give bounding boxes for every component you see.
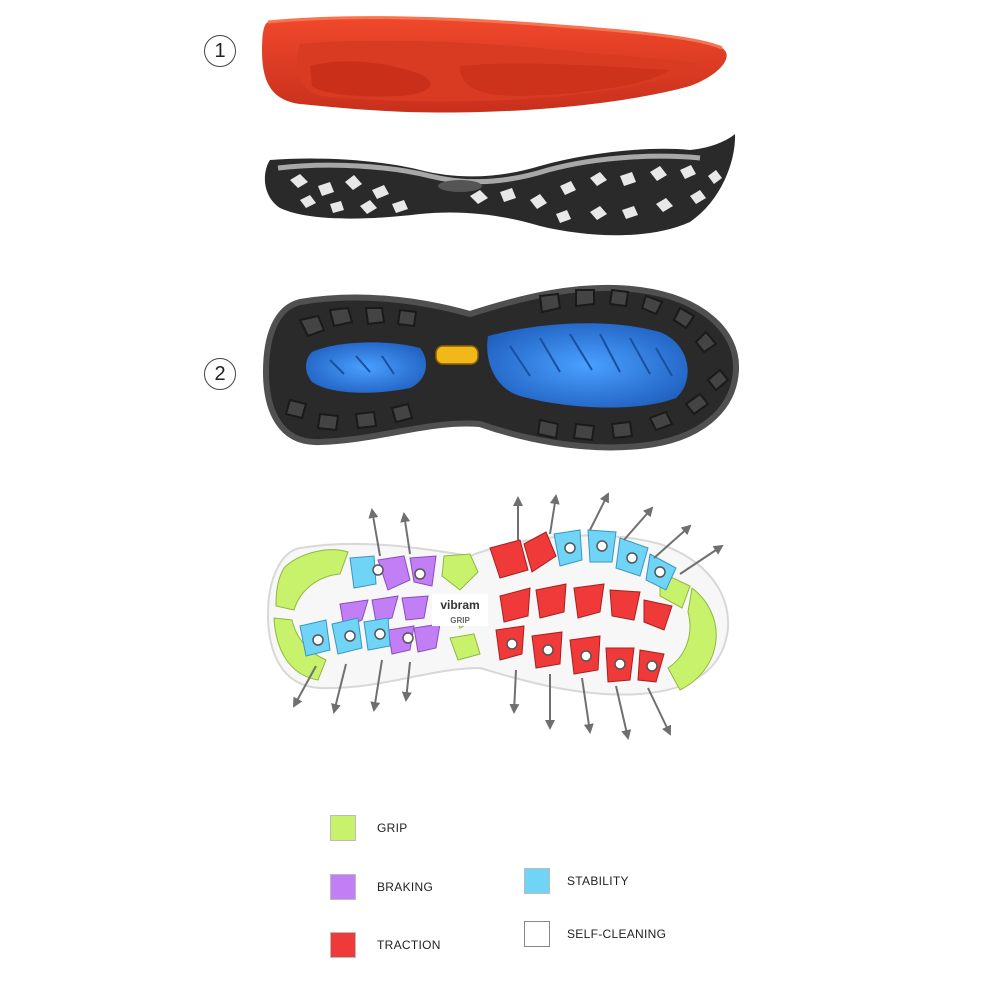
traction-label: TRACTION [377,938,441,952]
legend-grip: GRIP [330,815,408,841]
vibram-logo-text: vibram [440,598,479,612]
step-badge-1: 1 [204,35,236,67]
grip-swatch [330,815,356,841]
legend-braking: BRAKING [330,874,433,900]
tread-map: vibram GRIP [266,492,730,740]
braking-label: BRAKING [377,880,434,894]
arrow-icon [524,921,550,947]
outsole-side [264,134,736,236]
grip-label: GRIP [377,821,408,835]
step-number-1: 1 [214,39,226,62]
braking-swatch [330,874,356,900]
midsole-red [262,16,727,113]
step-number-2: 2 [214,362,226,385]
stability-swatch [524,868,550,894]
stability-label: STABILITY [567,874,629,888]
legend-self-cleaning: SELF-CLEANING [524,921,666,947]
traction-swatch [330,932,356,958]
legend-traction: TRACTION [330,932,441,958]
self-cleaning-arrows [293,492,724,740]
legend-stability: STABILITY [524,868,629,894]
outsole-bottom [262,284,740,451]
step-badge-2: 2 [204,358,236,390]
self-cleaning-label: SELF-CLEANING [567,927,667,941]
compound-logo-text: GRIP [450,616,470,625]
